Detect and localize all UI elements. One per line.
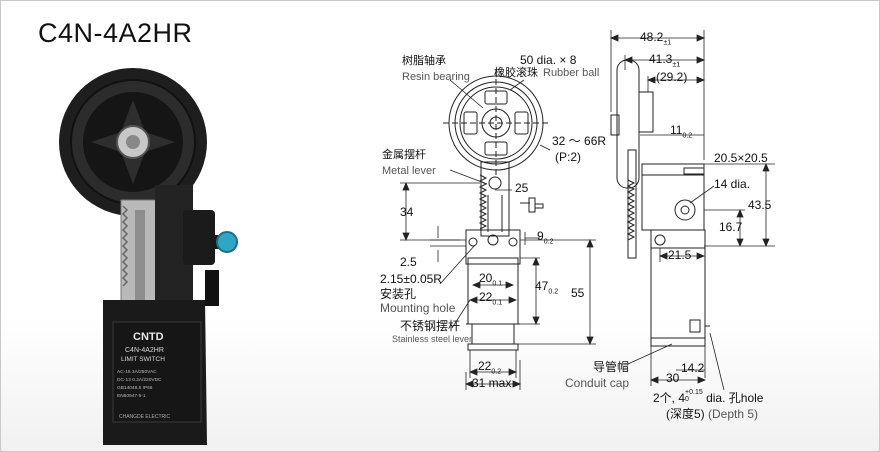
rubber-ball-dimension: 50 dia. × 8: [520, 53, 577, 67]
front-view-lever: [478, 161, 544, 237]
label-type: LIMIT SWITCH: [121, 356, 165, 363]
resin-bearing-label-cn: 树脂轴承: [402, 55, 446, 67]
dim-41-3: 41.3±1: [649, 52, 681, 69]
dim-47: 470.2: [535, 279, 559, 296]
dim-14-2: 14.2: [681, 361, 705, 375]
front-view-dimensions: [400, 181, 596, 390]
front-view-body: [465, 229, 521, 351]
front-view-leaders: [439, 79, 551, 329]
dim-16-7: 16.7: [719, 220, 743, 234]
dim-34: 34: [400, 205, 414, 219]
label-spec4: EN60947-5-1: [117, 393, 146, 399]
model-title: C4N-4A2HR: [38, 18, 193, 48]
resin-bearing-label-en: Resin bearing: [402, 71, 470, 83]
lever-radius-range: 32 ～ 66R: [552, 134, 607, 148]
dim-2-5: 2.5: [400, 255, 417, 269]
dim-30: 30: [666, 371, 680, 385]
dim-20: 200.1: [479, 271, 503, 288]
front-view-wheel: [443, 70, 550, 178]
label-brand: CNTD: [133, 331, 164, 343]
hole-depth-note: (深度5) (Depth 5): [666, 407, 759, 421]
label-spec1: AC-15 3A/250VAC: [117, 369, 157, 375]
mounting-hole-label-cn: 安装孔: [380, 287, 417, 301]
dim-11: 110.2: [670, 123, 693, 140]
mounting-hole-dimension: 2.15±0.05R: [380, 272, 442, 286]
dim-9: 90.2: [537, 229, 554, 246]
side-view-body: [610, 59, 710, 347]
dim-25: 25: [515, 181, 529, 195]
dim-43-5: 43.5: [748, 198, 772, 212]
dim-31-max: 31 max.: [472, 376, 515, 390]
dim-29-2: (29.2): [656, 70, 688, 84]
mounting-hole-label-en: Mounting hole: [380, 301, 456, 315]
conduit-cap-label-en: Conduit cap: [565, 376, 630, 390]
stainless-lever-label-cn: 不锈钢摆杆: [400, 319, 461, 333]
metal-lever-label-cn: 金属摆杆: [382, 149, 426, 161]
metal-lever-label-en: Metal lever: [382, 165, 436, 177]
label-maker: CHANGDE ELECTRIC: [119, 414, 171, 420]
lever-radius-pitch: (P:2): [555, 150, 582, 164]
side-view-dimensions: [609, 30, 775, 391]
dim-48-2: 48.2±1: [640, 30, 672, 47]
dim-22-inner: 220.1: [479, 290, 503, 307]
label-spec3: GB14048.5 IP66: [117, 385, 153, 391]
conduit-cap-label-cn: 导管帽: [593, 360, 630, 374]
dim-20-5x20-5: 20.5×20.5: [714, 151, 768, 165]
rubber-ball-label-en: Rubber ball: [543, 67, 600, 79]
dim-55: 55: [571, 286, 585, 300]
label-spec2: DC-13 0.2A/220VDC: [117, 377, 162, 383]
dim-22-bottom: 220.2: [478, 359, 502, 376]
dim-14-dia: 14 dia.: [714, 177, 751, 191]
product-photo: CNTD C4N-4A2HR LIMIT SWITCH AC-15 3A/250…: [59, 68, 238, 445]
label-model: C4N-4A2HR: [125, 347, 164, 354]
reset-knob: [216, 231, 238, 253]
dim-21-5: 21.5: [668, 248, 692, 262]
stainless-lever-label-en: Stainless steel lever: [392, 334, 473, 344]
rubber-ball-label-cn: 橡胶滚珠: [494, 67, 538, 79]
